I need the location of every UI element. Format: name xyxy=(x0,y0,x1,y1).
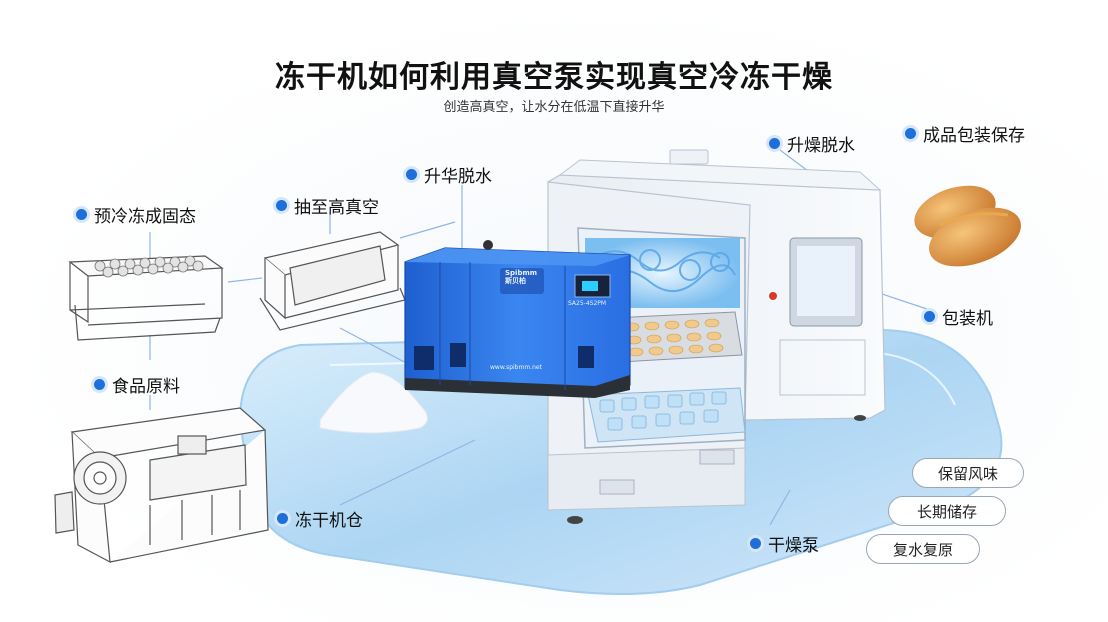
label-packing-machine: 包装机 xyxy=(924,304,993,329)
bullet-dot-icon xyxy=(769,138,780,149)
label-text: 抽至高真空 xyxy=(294,198,379,218)
pump-url-label: www.spibmm.net xyxy=(490,364,542,371)
label-text: 食品原料 xyxy=(112,377,180,397)
label-text: 包装机 xyxy=(942,309,993,329)
label-text: 升燥脱水 xyxy=(787,136,855,156)
bullet-dot-icon xyxy=(276,200,287,211)
bullet-dot-icon xyxy=(94,379,105,390)
page-title: 冻干机如何利用真空泵实现真空冷冻干燥 xyxy=(275,60,833,95)
label-vacuum: 抽至高真空 xyxy=(276,193,379,218)
label-raw-food: 食品原料 xyxy=(94,372,180,397)
label-drying: 升燥脱水 xyxy=(769,131,855,156)
label-text: 升华脱水 xyxy=(424,167,492,187)
powder-pile xyxy=(319,371,428,434)
bullet-dot-icon xyxy=(750,538,761,549)
bullet-dot-icon xyxy=(76,209,87,220)
bullet-dot-icon xyxy=(905,128,916,139)
bullet-dot-icon xyxy=(924,311,935,322)
page-subtitle: 创造高真空，让水分在低温下直接升华 xyxy=(443,100,665,115)
benefit-pill-storage: 长期储存 xyxy=(888,496,1006,526)
label-text: 干燥泵 xyxy=(768,536,819,556)
precool-tray-drawing xyxy=(68,255,224,341)
label-sublimation: 升华脱水 xyxy=(406,162,492,187)
label-text: 预冷冻成固态 xyxy=(94,207,196,227)
label-storage: 成品包装保存 xyxy=(905,121,1025,146)
label-precool: 预冷冻成固态 xyxy=(76,202,196,227)
bullet-dot-icon xyxy=(406,169,417,180)
label-chamber: 冻干机仓 xyxy=(277,506,363,531)
pump-brand-label: Spibmm 斯贝柏 xyxy=(505,269,538,285)
benefit-pill-flavor: 保留风味 xyxy=(912,458,1024,488)
benefit-pill-rehydrate: 复水复原 xyxy=(866,534,980,564)
vacuum-pump-drawing xyxy=(404,240,631,398)
bullet-dot-icon xyxy=(277,513,288,524)
label-text: 冻干机仓 xyxy=(295,511,363,531)
pump-model-label: SA25-4S2PM xyxy=(568,300,607,307)
label-dry-pump: 干燥泵 xyxy=(750,531,819,556)
bread-illustration xyxy=(914,185,1021,267)
label-text: 成品包装保存 xyxy=(923,126,1025,146)
raw-food-machine-drawing xyxy=(54,407,269,564)
vacuum-tray-drawing xyxy=(259,231,406,331)
